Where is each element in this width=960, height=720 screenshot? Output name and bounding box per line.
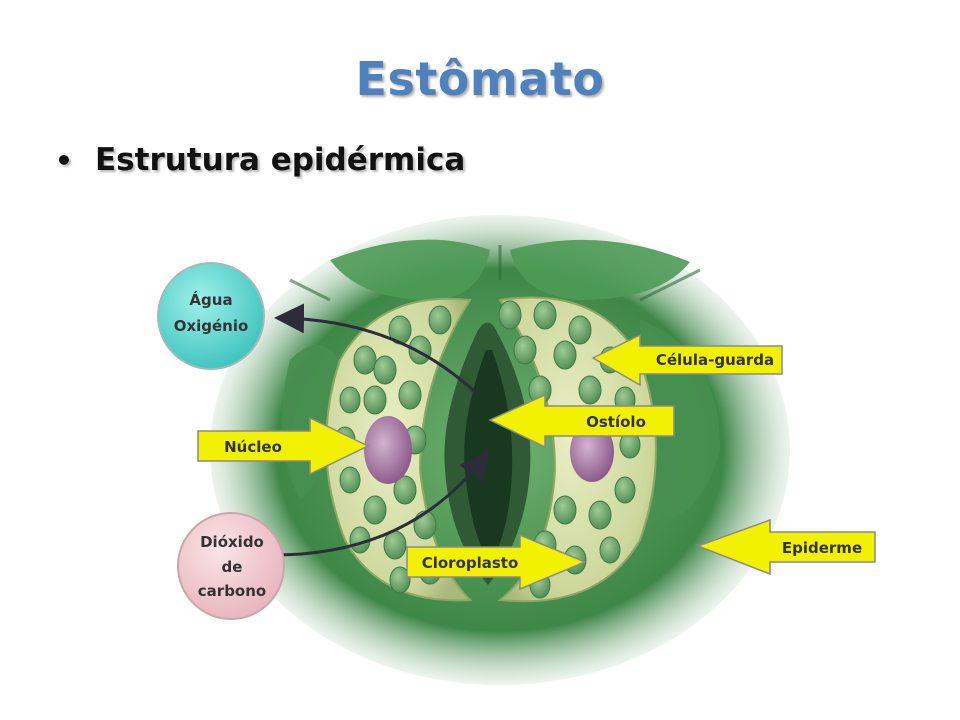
arrow-cloroplasto: Cloroplasto [406,533,587,591]
label-oxigenio: Oxigénio [174,317,249,335]
arrow-ostiolo: Ostíolo [488,393,675,449]
label-dioxido: Dióxido [200,533,264,551]
page-title: Estômato [355,52,605,106]
nucleus-right [570,422,614,482]
label-de: de [222,558,243,576]
arrow-nucleo: Núcleo [197,416,370,476]
label-cloroplasto: Cloroplasto [422,554,519,572]
label-nucleo: Núcleo [224,438,282,456]
bullet-text: Estrutura epidérmica [95,142,466,178]
co2-bubble: Dióxido de carbono [177,512,285,620]
label-celula-guarda: Célula-guarda [656,351,774,369]
label-agua: Água [189,290,232,309]
oxygen-out-arrow [274,303,480,397]
label-ostiolo: Ostíolo [586,413,646,431]
nucleus-left [364,416,412,484]
arrow-celula-guarda: Célula-guarda [591,333,783,387]
bullet-item: •Estrutura epidérmica [55,142,465,178]
arrow-epiderme: Epiderme [695,518,876,576]
label-epiderme: Epiderme [782,539,862,557]
water-oxygen-bubble: Água Oxigénio [157,262,265,370]
label-carbono: carbono [198,582,266,600]
co2-in-arrow [274,450,490,557]
